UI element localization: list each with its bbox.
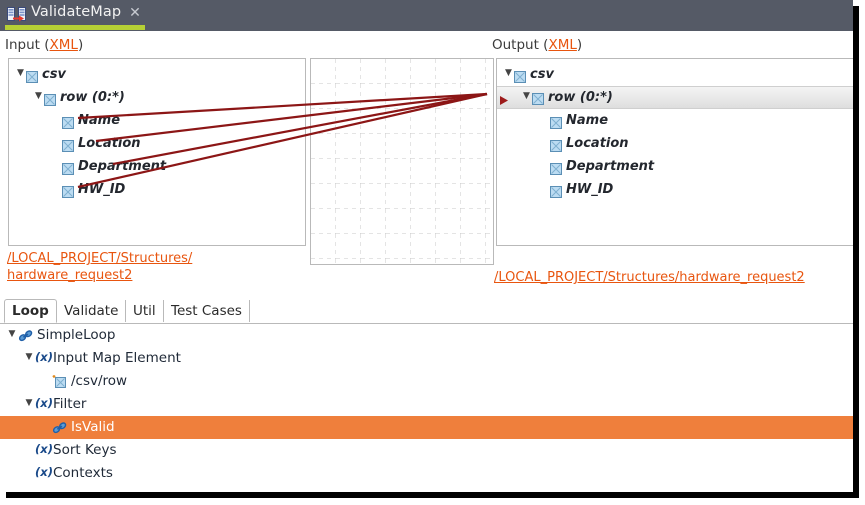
output-label-prefix: Output (: [492, 37, 549, 53]
list-item-label: Contexts: [53, 465, 113, 481]
active-tab-accent-bar: [5, 25, 145, 30]
tree-row[interactable]: ▼ row (0:*): [9, 86, 305, 109]
input-path-line1: /LOCAL_PROJECT/Structures/: [7, 251, 193, 266]
function-fx-icon: (x): [35, 442, 53, 456]
element-icon: [514, 68, 526, 83]
tree-row[interactable]: ▼ csv: [497, 63, 853, 86]
output-panel-label: Output (XML): [492, 37, 582, 53]
tree-node-label: Department: [78, 159, 167, 174]
tab-validate[interactable]: Validate: [57, 300, 127, 322]
tree-row[interactable]: HW_ID: [497, 178, 853, 201]
element-icon: [62, 183, 74, 198]
tree-row[interactable]: Department: [497, 155, 853, 178]
mapping-arrow-icon: [499, 92, 509, 105]
map-editor-icon: [7, 6, 26, 24]
element-icon: [44, 91, 56, 106]
function-fx-icon: (x): [35, 350, 53, 364]
output-label-suffix: ): [576, 37, 583, 53]
list-item[interactable]: /csv/row: [0, 370, 853, 393]
list-item-selected[interactable]: IsValid: [0, 416, 853, 439]
tree-node-label: Name: [566, 113, 609, 128]
link-chain-icon: [52, 420, 68, 434]
tree-node-label: row (0:*): [60, 90, 125, 105]
chevron-down-icon[interactable]: ▼: [35, 91, 42, 101]
chevron-down-icon[interactable]: ▼: [523, 91, 530, 101]
input-path-line2: hardware_request2: [7, 268, 133, 283]
link-chain-icon: [18, 328, 34, 342]
tree-row[interactable]: ▼ row (0:*): [497, 86, 853, 109]
output-xml-link[interactable]: XML: [548, 37, 577, 53]
list-item-label: Filter: [53, 396, 87, 412]
tree-row[interactable]: Name: [497, 109, 853, 132]
chevron-down-icon[interactable]: ▼: [17, 68, 24, 78]
element-icon: [550, 137, 562, 152]
list-item-label: SimpleLoop: [37, 327, 116, 343]
list-item[interactable]: (x)Contexts: [0, 462, 853, 485]
output-structure-path-link[interactable]: /LOCAL_PROJECT/Structures/hardware_reque…: [494, 270, 805, 285]
list-item[interactable]: ▼(x)Input Map Element: [0, 347, 853, 370]
tree-row[interactable]: ▼ csv: [9, 63, 305, 86]
chevron-down-icon[interactable]: ▼: [25, 352, 33, 362]
tab-loop[interactable]: Loop: [4, 299, 57, 323]
element-icon: [550, 114, 562, 129]
tree-node-label: Location: [78, 136, 141, 151]
tree-row[interactable]: Location: [9, 132, 305, 155]
input-xml-link[interactable]: XML: [49, 37, 78, 53]
element-icon: [26, 68, 38, 83]
function-fx-icon: (x): [35, 396, 53, 410]
connector-grid: [311, 59, 493, 264]
editor-tab-label: ValidateMap: [31, 4, 122, 20]
tree-node-label: HW_ID: [566, 182, 614, 197]
input-label-suffix: ): [77, 37, 84, 53]
loop-definition-tree[interactable]: ▼SimpleLoop▼(x)Input Map Element/csv/row…: [0, 324, 853, 492]
tab-util[interactable]: Util: [126, 300, 164, 322]
close-icon[interactable]: ✕: [129, 5, 141, 21]
chevron-down-icon[interactable]: ▼: [505, 68, 512, 78]
input-label-prefix: Input (: [5, 37, 50, 53]
tree-row[interactable]: Department: [9, 155, 305, 178]
list-item[interactable]: ▼(x)Filter: [0, 393, 853, 416]
list-item-label: Input Map Element: [53, 350, 181, 366]
element-icon: [62, 160, 74, 175]
chevron-down-icon[interactable]: ▼: [8, 329, 16, 339]
list-item[interactable]: ▼ SimpleLoop: [0, 324, 853, 347]
editor-titlebar: ValidateMap ✕: [0, 0, 853, 31]
tree-row[interactable]: HW_ID: [9, 178, 305, 201]
tree-node-label: Department: [566, 159, 655, 174]
tree-node-label: Name: [78, 113, 121, 128]
tree-node-label: csv: [530, 67, 554, 82]
tree-node-label: row (0:*): [548, 90, 613, 105]
map-element-icon: [52, 374, 68, 388]
function-fx-icon: (x): [35, 465, 53, 479]
list-item[interactable]: (x)Sort Keys: [0, 439, 853, 462]
editor-tab-validatemap[interactable]: ValidateMap ✕: [0, 0, 148, 31]
editor-content: Input (XML) Output (XML) ▼csv▼row (0:*)N…: [0, 31, 853, 492]
validatemap-editor-window: ValidateMap ✕ Input (XML) Output (XML) ▼…: [0, 0, 853, 492]
list-item-label: IsValid: [71, 419, 115, 435]
chevron-down-icon[interactable]: ▼: [25, 398, 33, 408]
tree-row[interactable]: Location: [497, 132, 853, 155]
element-icon: [550, 160, 562, 175]
mapping-connector-canvas[interactable]: [310, 58, 494, 265]
tab-test-cases[interactable]: Test Cases: [164, 300, 250, 322]
tree-node-label: csv: [42, 67, 66, 82]
element-icon: [550, 183, 562, 198]
list-item-label: /csv/row: [71, 373, 128, 389]
input-panel-label: Input (XML): [5, 37, 83, 53]
tree-node-label: HW_ID: [78, 182, 126, 197]
tree-node-label: Location: [566, 136, 629, 151]
element-icon: [532, 91, 544, 105]
tree-row[interactable]: Name: [9, 109, 305, 132]
element-icon: [62, 137, 74, 152]
list-item-label: Sort Keys: [53, 442, 117, 458]
element-icon: [62, 114, 74, 129]
input-structure-path-link[interactable]: /LOCAL_PROJECT/Structures/ hardware_requ…: [7, 250, 297, 284]
